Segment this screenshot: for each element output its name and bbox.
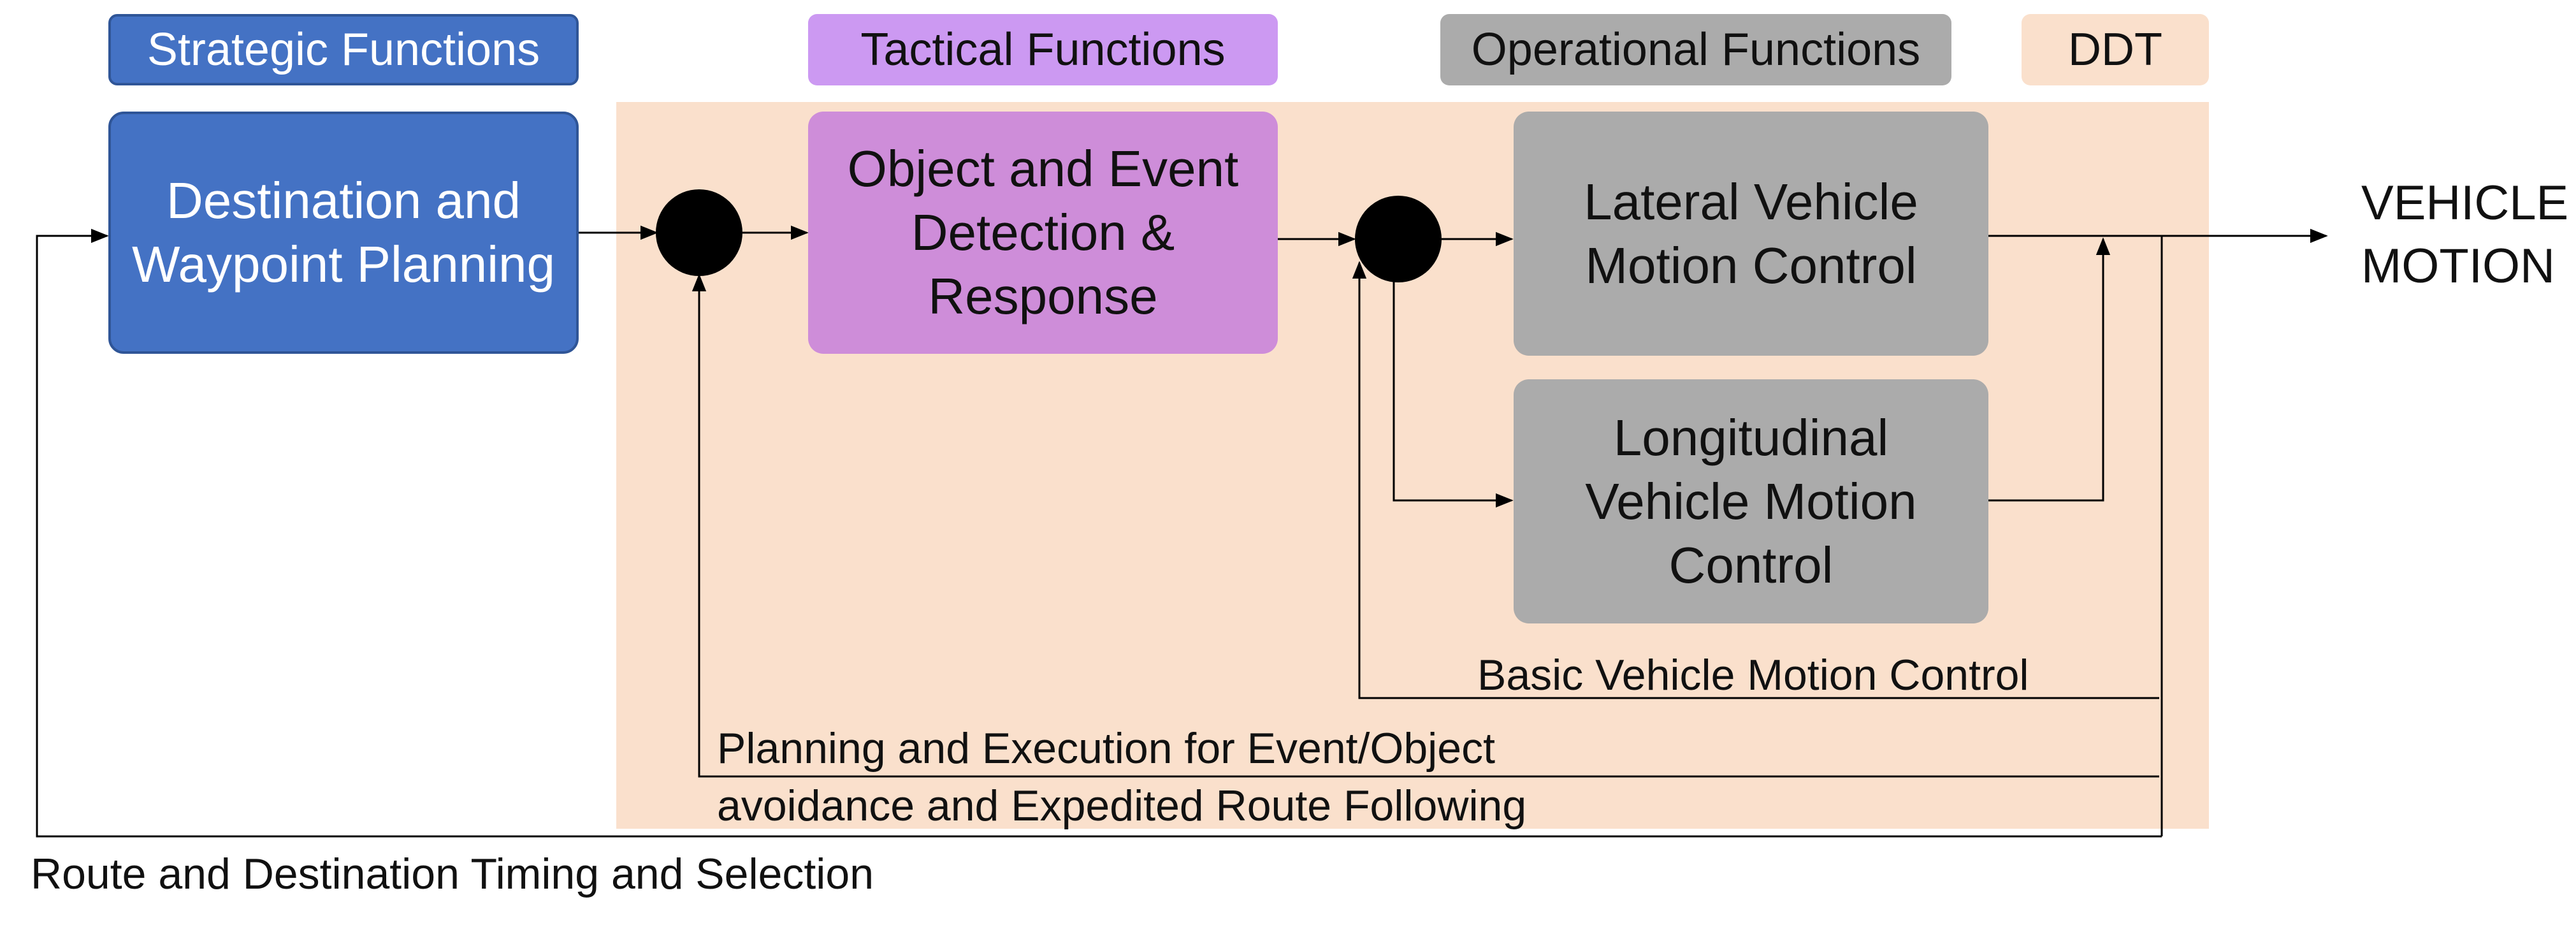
route-destination-label: Route and Destination Timing and Selecti… <box>31 850 874 898</box>
operational-functions-header: Operational Functions <box>1440 14 1951 85</box>
feedback-route-destination <box>36 228 2162 838</box>
object-event-detection-response-node: Object and Event Detection & Response <box>808 112 1278 354</box>
longitudinal-vehicle-motion-control-node: Longitudinal Vehicle Motion Control <box>1514 379 1988 623</box>
arrow-longitudinal-to-output <box>1988 237 2111 502</box>
junction-2 <box>1355 196 1442 282</box>
feedback-planning-execution <box>691 273 2159 778</box>
ddt-header: DDT <box>2022 14 2209 85</box>
planning-execution-label-line1: Planning and Execution for Event/Object <box>717 724 1495 773</box>
junction-1 <box>656 189 742 276</box>
vehicle-motion-output-label: VEHICLE MOTION <box>2361 176 2569 293</box>
lateral-vehicle-motion-control-node: Lateral Vehicle Motion Control <box>1514 112 1988 356</box>
basic-vehicle-motion-control-label: Basic Vehicle Motion Control <box>1477 651 2029 699</box>
planning-execution-label-line2: avoidance and Expedited Route Following <box>717 782 1527 830</box>
strategic-functions-header: Strategic Functions <box>108 14 579 85</box>
arrow-junction2-to-longitudinal <box>1393 280 1514 508</box>
destination-waypoint-planning-node: Destination and Waypoint Planning <box>108 112 579 354</box>
feedback-basic-vehicle-motion <box>1352 261 2159 699</box>
tactical-functions-header: Tactical Functions <box>808 14 1278 85</box>
